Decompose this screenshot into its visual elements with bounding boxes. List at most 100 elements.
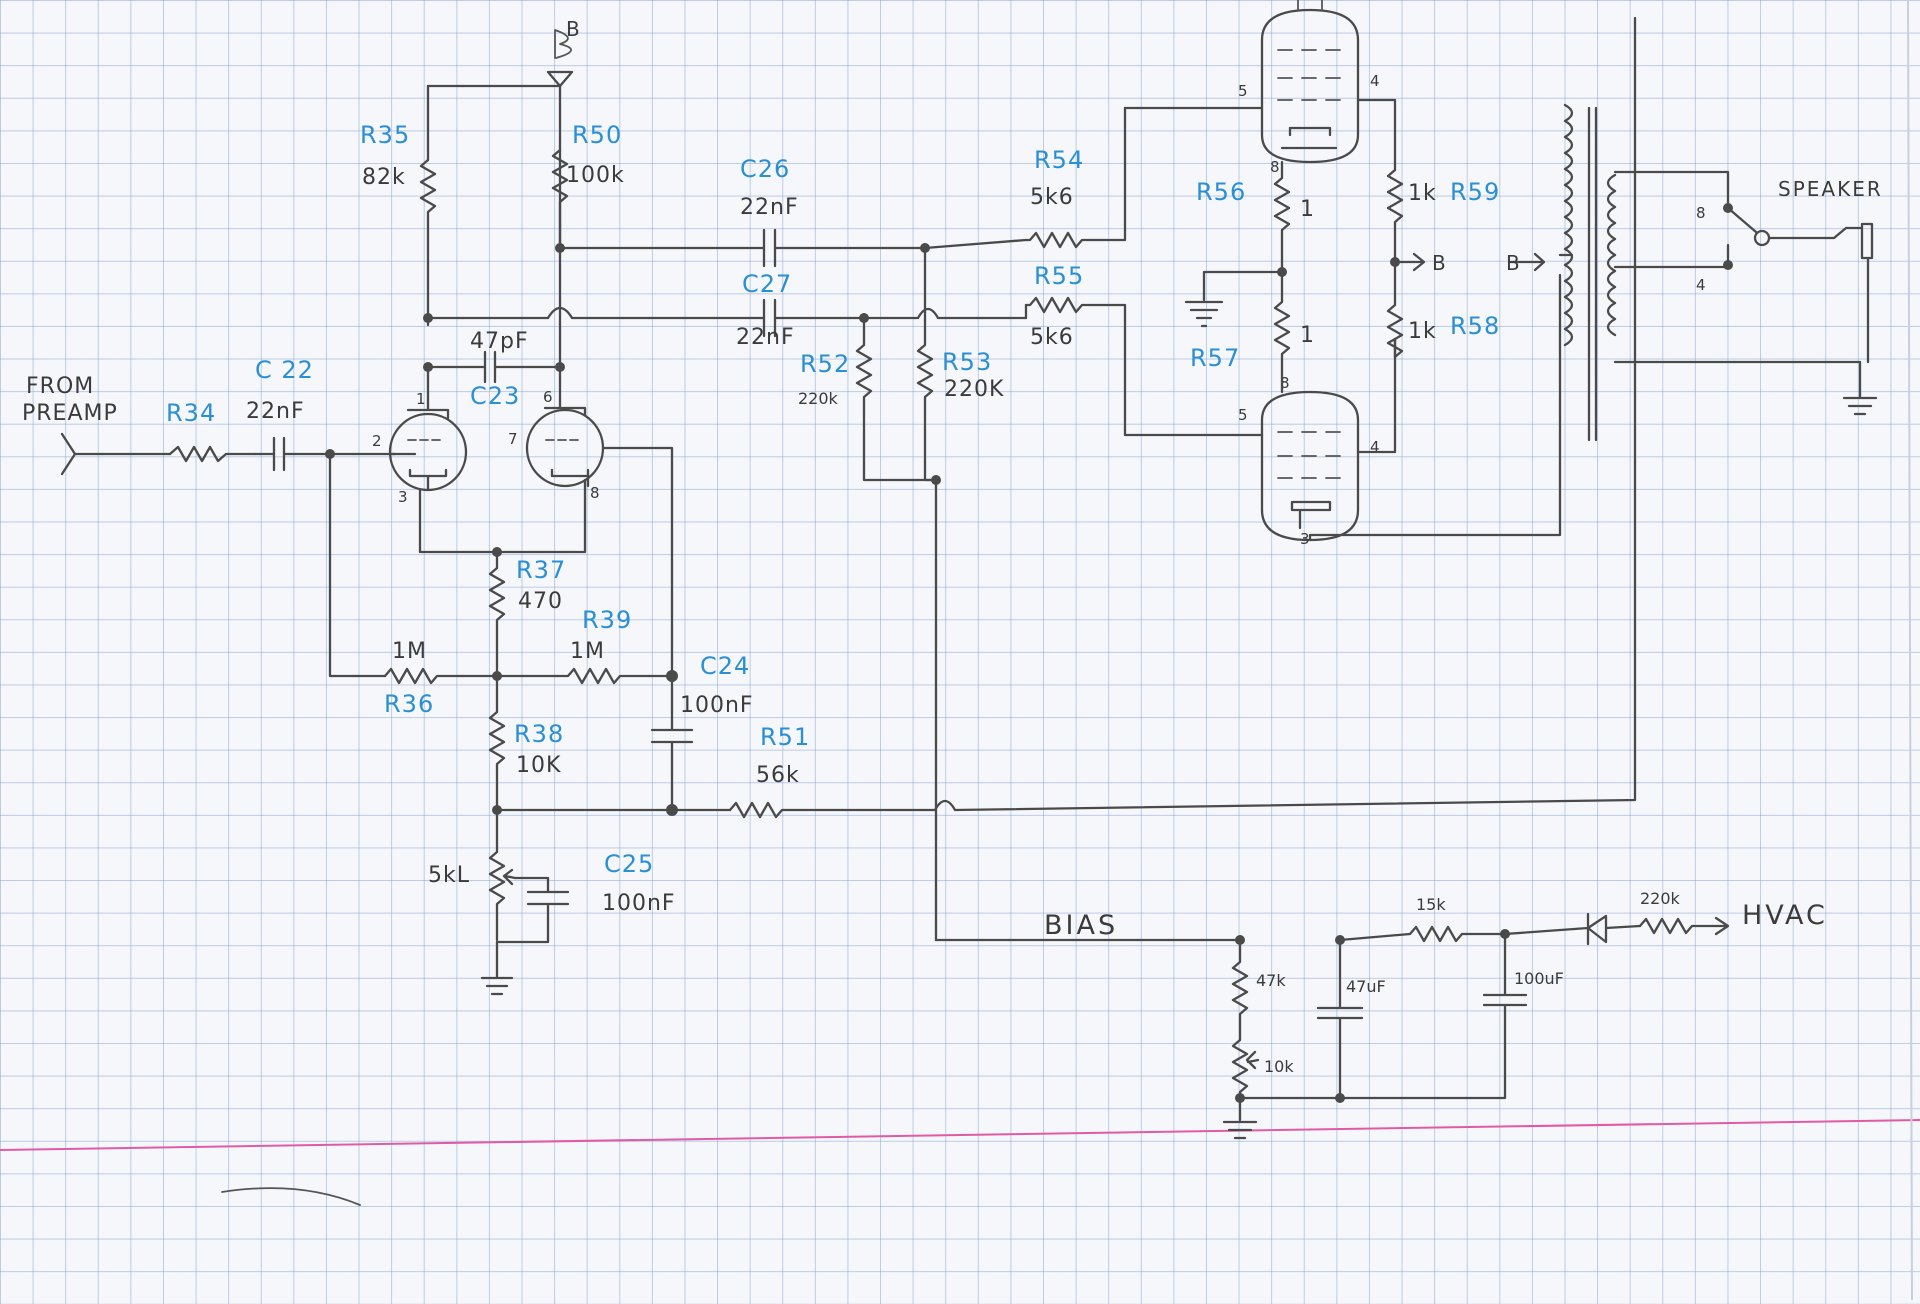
label-supply-b: B (566, 17, 582, 41)
value-c26: 22nF (740, 195, 799, 220)
value-r36: 1M (392, 639, 427, 664)
capacitor-c24 (650, 674, 694, 812)
pin-v1b-7: 7 (508, 430, 518, 448)
potentiometer-bias-10k (1231, 1038, 1260, 1100)
value-r39: 1M (570, 639, 605, 664)
pin-top-8: 8 (1270, 158, 1280, 176)
label-c26: C26 (740, 155, 790, 183)
label-r35: R35 (360, 121, 410, 149)
pin-bot-5: 5 (1238, 406, 1248, 424)
pin-v1a-1: 1 (416, 390, 426, 408)
resistor-r34 (168, 445, 257, 463)
value-r54: 5k6 (1030, 185, 1074, 210)
resistor-bias-220k (1638, 916, 1730, 936)
label-r59: R59 (1450, 178, 1500, 206)
pin-bot-3: 3 (1300, 530, 1310, 548)
value-bias-c1: 47uF (1346, 977, 1386, 996)
resistor-r54 (1024, 106, 1127, 249)
speaker-output: SPEAKER (1726, 177, 1881, 364)
value-bias-r3: 220k (1640, 889, 1681, 908)
ground-symbol-cathode (1184, 300, 1224, 328)
capacitor-bias-47uf (1316, 938, 1364, 1100)
value-r53: 220K (944, 377, 1004, 402)
tube-v1a: 1 2 3 (372, 365, 468, 506)
tube-v1b: 6 7 8 (508, 365, 674, 672)
value-bias-c2: 100uF (1514, 969, 1564, 988)
resistor-r56 (1273, 160, 1291, 274)
label-c23: C23 (470, 382, 520, 410)
label-r58: R58 (1450, 312, 1500, 340)
resistor-bias-15k (1338, 925, 1502, 943)
label-r52: R52 (800, 350, 850, 378)
resistor-r52 (855, 316, 938, 482)
resistor-r36 (383, 667, 502, 685)
potentiometer-5kl (488, 808, 506, 942)
pencil-stroke (221, 1187, 361, 1206)
value-r56: 1 (1300, 197, 1315, 222)
value-r51: 56k (756, 763, 800, 788)
capacitor-c25 (495, 890, 570, 944)
resistor-r58 (1386, 260, 1404, 359)
resistor-r59 (1386, 168, 1404, 264)
capacitor-c26 (758, 228, 927, 268)
value-r58: 1k (1408, 319, 1437, 344)
label-hvac: HVAC (1742, 900, 1828, 931)
label-transformer-b: B (1506, 251, 1522, 275)
value-bias-pot: 10k (1264, 1057, 1294, 1076)
resistor-r51 (728, 16, 1637, 819)
label-bias: BIAS (1044, 910, 1118, 941)
diode-rectifier (1503, 912, 1642, 946)
pin-bot-4: 4 (1370, 438, 1380, 456)
value-r59: 1k (1408, 181, 1437, 206)
label-r37: R37 (516, 556, 566, 584)
resistor-r53 (916, 246, 938, 942)
pin-v1a-3: 3 (398, 488, 408, 506)
ground-symbol-tail (480, 940, 514, 996)
label-screen-b: B (1432, 251, 1448, 275)
label-from: FROM (26, 374, 94, 399)
ground-symbol-speaker (1842, 388, 1878, 416)
label-r57: R57 (1190, 344, 1240, 372)
tap-4: 4 (1696, 276, 1706, 294)
tube-output-top: 5 4 8 (1238, 0, 1380, 176)
label-r54: R54 (1034, 146, 1084, 174)
value-r35: 82k (362, 165, 406, 190)
label-c25: C25 (604, 850, 654, 878)
pin-v1b-6: 6 (543, 388, 553, 406)
tube-output-bottom: 5 4 8 3 (1238, 374, 1380, 548)
resistor-r39 (495, 667, 674, 685)
paper-margin-line (0, 1119, 1920, 1151)
label-r55: R55 (1034, 262, 1084, 290)
paper-right-edge (1907, 0, 1913, 1301)
label-r39: R39 (582, 606, 632, 634)
value-r50: 100k (566, 163, 625, 188)
value-r57: 1 (1300, 323, 1315, 348)
pin-top-4: 4 (1370, 72, 1380, 90)
capacitor-c22 (253, 436, 397, 472)
resistor-r55 (1024, 296, 1264, 437)
value-r38: 10K (516, 753, 561, 778)
capacitor-c27 (758, 298, 1028, 338)
label-r51: R51 (760, 723, 810, 751)
value-pot1: 5kL (428, 863, 470, 888)
capacitor-bias-100uf (1482, 932, 1528, 1007)
output-transformer: B 8 4 (1506, 103, 1862, 442)
value-bias-r2: 15k (1416, 895, 1446, 914)
resistor-bias-47k (1231, 938, 1249, 1042)
resistor-r57 (1273, 270, 1291, 394)
value-r37: 470 (518, 589, 563, 614)
pin-v1b-8: 8 (590, 484, 600, 502)
pin-top-5: 5 (1238, 82, 1248, 100)
label-r53: R53 (942, 348, 992, 376)
label-preamp: PREAMP (22, 401, 118, 426)
resistor-r35 (419, 158, 437, 327)
value-c24: 100nF (680, 693, 754, 718)
label-r34: R34 (166, 399, 216, 427)
supply-rail: B (426, 17, 582, 247)
value-c22: 22nF (246, 399, 305, 424)
label-r38: R38 (514, 720, 564, 748)
label-c24: C24 (700, 652, 750, 680)
input-section: FROM PREAMP R34 C 22 22nF (22, 356, 397, 476)
resistor-r37 (488, 550, 506, 678)
